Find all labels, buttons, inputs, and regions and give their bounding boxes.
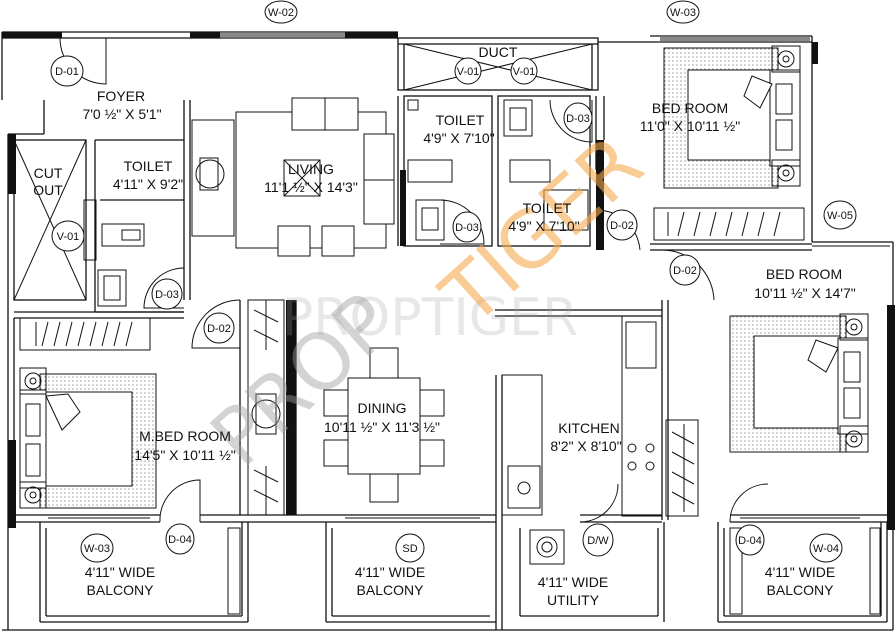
tag-d02-a: D-02 — [610, 220, 634, 232]
tag-d02-c: D-02 — [207, 323, 231, 335]
utility-line1: 4'11" WIDE — [538, 574, 608, 590]
tag-v01-b: V-01 — [513, 66, 536, 78]
bedroom-top-dim: 11'0" X 10'11 ½" — [640, 118, 740, 134]
dining-name: DINING — [358, 400, 407, 416]
wardrobe-hatch — [35, 211, 781, 515]
tag-sd: SD — [402, 543, 417, 555]
watermark-faint: PROPTIGER — [282, 288, 578, 348]
tag-d03-b: D-03 — [455, 222, 479, 234]
master-bedroom-dim: 14'5" X 10'11 ½" — [134, 447, 235, 463]
toilet-left-dim: 4'11" X 9'2" — [113, 176, 183, 192]
tag-d04-a: D-04 — [168, 534, 192, 546]
balcony-2-line1: 4'11" WIDE — [355, 564, 425, 580]
solid-walls — [2, 32, 895, 530]
tag-labels: W-02 W-03 D-01 V-01 V-01 V-01 D-03 W-05 … — [55, 7, 853, 555]
utility-line2: UTILITY — [547, 592, 600, 608]
tag-w03-bal: W-03 — [84, 543, 110, 555]
master-bedroom-name: M.BED ROOM — [139, 428, 231, 444]
dining-dim: 10'11 ½" X 11'3 ½" — [324, 419, 440, 435]
balcony-3-line2: BALCONY — [767, 582, 835, 598]
toilet-right-name: TOILET — [523, 200, 572, 216]
tag-d03-c: D-03 — [155, 289, 179, 301]
windows — [48, 33, 890, 519]
tag-w02: W-02 — [268, 7, 294, 19]
tag-v01-a: V-01 — [457, 66, 480, 78]
kitchen-dim: 8'2" X 8'10" — [550, 438, 621, 454]
cutout-line2: OUT — [33, 182, 63, 198]
tag-w04: W-04 — [813, 543, 839, 555]
tag-d02-b: D-02 — [673, 265, 697, 277]
balcony-3-line1: 4'11" WIDE — [765, 564, 835, 580]
tag-w03-top: W-03 — [670, 7, 696, 19]
tag-dw: D/W — [587, 535, 609, 547]
duct-name: DUCT — [479, 44, 518, 60]
foyer-dim: 7'0 ½" X 5'1" — [82, 106, 161, 122]
toilet-mid-name: TOILET — [436, 112, 485, 128]
cutout-line1: CUT — [34, 165, 63, 181]
tag-d04-b: D-04 — [738, 535, 762, 547]
bedroom-top-name: BED ROOM — [652, 100, 728, 116]
balcony-2-line2: BALCONY — [357, 582, 425, 598]
toilet-right-dim: 4'9" X 7'10" — [508, 218, 579, 234]
balcony-1-line1: 4'11" WIDE — [85, 564, 155, 580]
bedroom-right-name: BED ROOM — [766, 266, 842, 282]
kitchen-name: KITCHEN — [558, 420, 619, 436]
tag-d01: D-01 — [55, 66, 79, 78]
living-name: LIVING — [288, 161, 334, 177]
tag-w05: W-05 — [827, 210, 853, 222]
foyer-name: FOYER — [97, 88, 145, 104]
tag-circles — [50, 0, 857, 563]
toilet-left-name: TOILET — [124, 158, 173, 174]
balcony-1-line2: BALCONY — [87, 582, 155, 598]
toilet-mid-dim: 4'9" X 7'10" — [423, 130, 494, 146]
living-dim: 11'1 ½" X 14'3" — [264, 179, 358, 195]
tag-v01-cut: V-01 — [57, 231, 80, 243]
bedroom-right-dim: 10'11 ½" X 14'7" — [754, 285, 855, 301]
room-labels: FOYER 7'0 ½" X 5'1" CUT OUT TOILET 4'11"… — [33, 44, 856, 608]
tag-d03-a: D-03 — [566, 113, 590, 125]
furniture — [13, 43, 881, 615]
